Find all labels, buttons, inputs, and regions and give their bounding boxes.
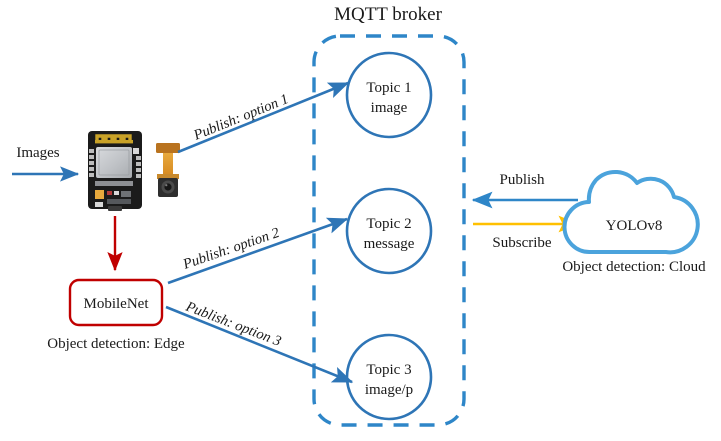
images-input-label: Images bbox=[16, 145, 59, 161]
topic-2-label-line2: message bbox=[364, 236, 415, 252]
edge-model-node[interactable]: MobileNet bbox=[68, 278, 164, 327]
topic-3-node[interactable]: Topic 3 image/p bbox=[345, 333, 433, 421]
pin-header-left bbox=[89, 149, 94, 177]
edge-caption: Object detection: Edge bbox=[47, 336, 185, 352]
cloud-model-node[interactable]: YOLOv8 bbox=[562, 169, 700, 255]
topic-3-label-line2: image/p bbox=[365, 382, 413, 398]
cloud-caption: Object detection: Cloud bbox=[562, 259, 706, 275]
topic-2-node[interactable]: Topic 2 message bbox=[345, 187, 433, 275]
antenna-icon bbox=[95, 134, 133, 144]
publish-option-1-arrow bbox=[177, 81, 350, 154]
mobilenet-label: MobileNet bbox=[84, 296, 150, 312]
cloud-shape bbox=[562, 169, 700, 255]
yolov8-label: YOLOv8 bbox=[606, 218, 663, 234]
topic-2-label-line1: Topic 2 bbox=[366, 216, 411, 232]
esp32-cam-board bbox=[88, 131, 142, 211]
publish-option-1-label: Publish: option 1 bbox=[191, 91, 291, 144]
subscribe-arrow-label: Subscribe bbox=[492, 235, 552, 251]
publish-option-3-label: Publish: option 3 bbox=[183, 298, 284, 349]
topic-3-label-line1: Topic 3 bbox=[366, 362, 411, 378]
publish-option-2-arrow bbox=[167, 217, 349, 285]
topic-1-label-line2: image bbox=[371, 100, 408, 116]
pin-header-right bbox=[136, 156, 141, 178]
mobilenet-box bbox=[68, 278, 164, 327]
topic-1-node[interactable]: Topic 1 image bbox=[345, 51, 433, 139]
page-title: MQTT broker bbox=[334, 4, 442, 25]
publish-arrow-label: Publish bbox=[499, 172, 545, 188]
regulator-component bbox=[95, 190, 104, 199]
camera-module bbox=[156, 143, 180, 197]
topic-1-label-line1: Topic 1 bbox=[366, 80, 411, 96]
publish-option-3-arrow bbox=[165, 305, 354, 384]
